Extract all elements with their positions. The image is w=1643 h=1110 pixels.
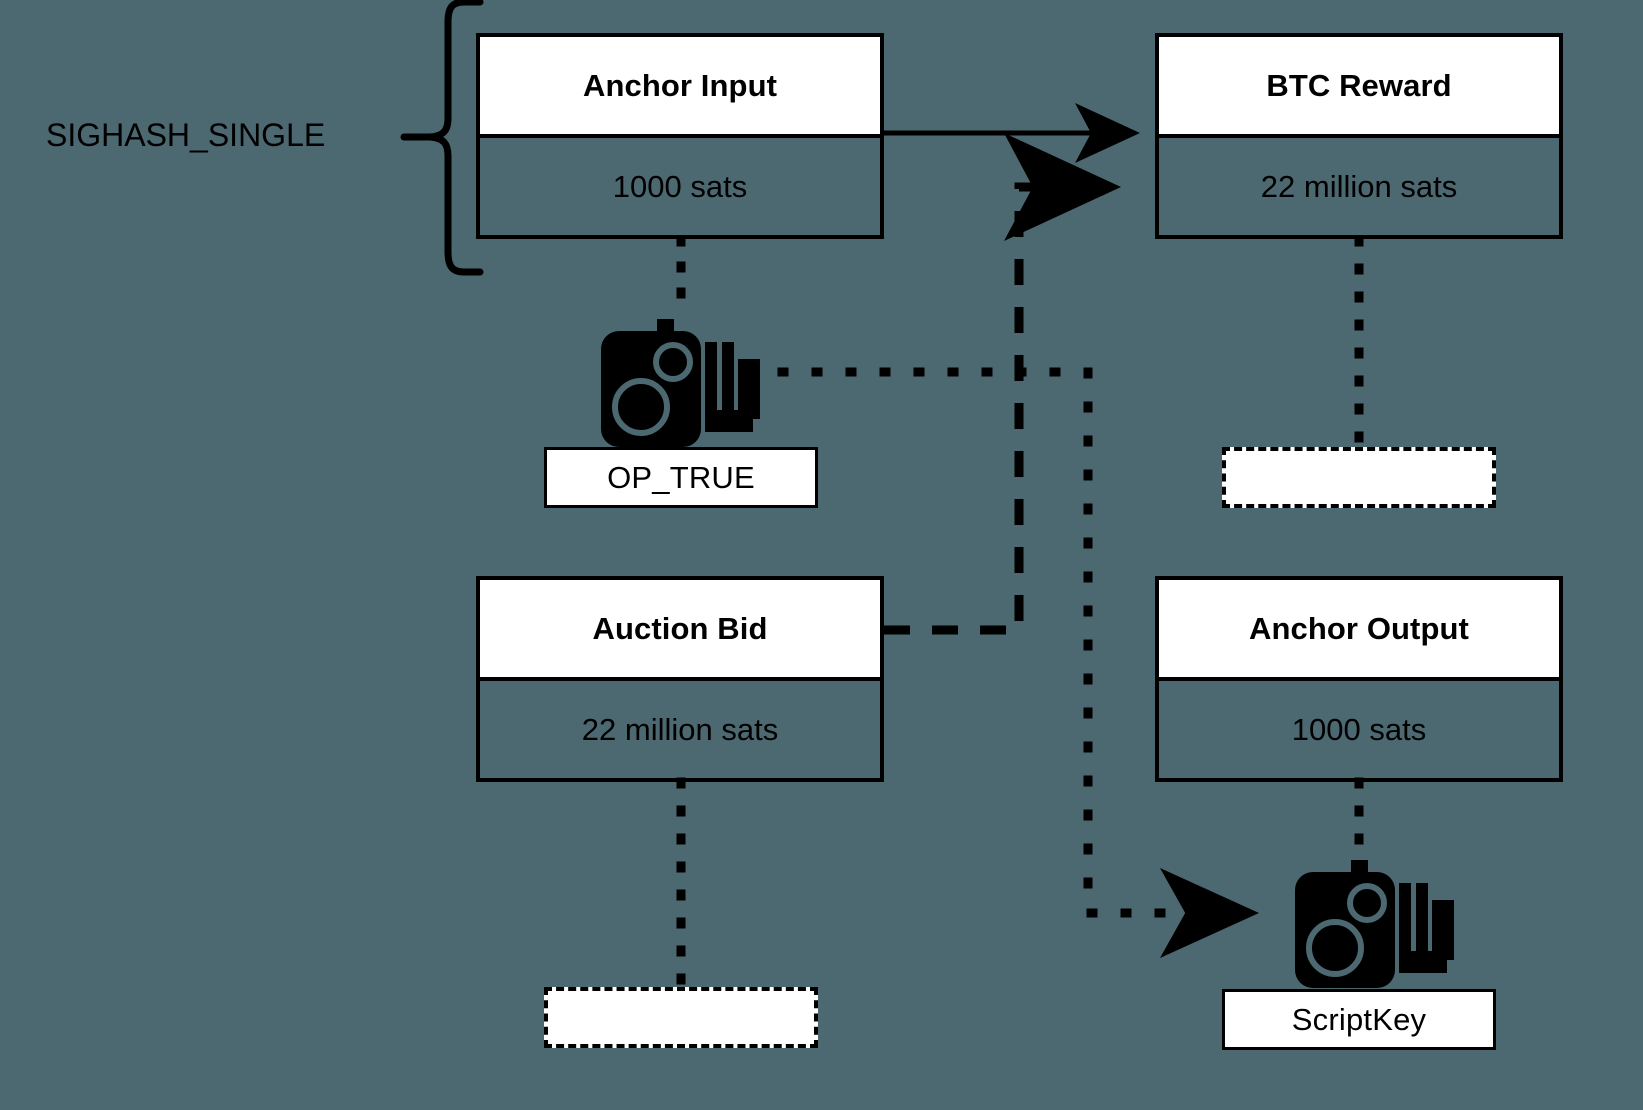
auction-bid-value: 22 million sats bbox=[581, 712, 779, 747]
edge-auction-bid-to-btc-reward bbox=[884, 133, 1121, 635]
script-key-label: ScriptKey bbox=[1291, 1001, 1427, 1037]
auction-bid-script-chip[interactable] bbox=[544, 987, 818, 1048]
anchor-output-value: 1000 sats bbox=[1291, 712, 1427, 747]
auction-bid-header: Auction Bid bbox=[480, 580, 880, 681]
key-icon bbox=[601, 319, 760, 447]
op-true-chip[interactable]: OP_TRUE bbox=[544, 447, 818, 508]
btc-reward-header: BTC Reward bbox=[1159, 37, 1559, 138]
sighash-single-brace bbox=[426, 0, 484, 276]
anchor-output-header: Anchor Output bbox=[1159, 580, 1559, 681]
auction-bid-box[interactable]: Auction Bid 22 million sats bbox=[476, 576, 884, 782]
btc-reward-value: 22 million sats bbox=[1260, 169, 1458, 204]
script-key-chip[interactable]: ScriptKey bbox=[1222, 989, 1496, 1050]
btc-reward-box[interactable]: BTC Reward 22 million sats bbox=[1155, 33, 1563, 239]
btc-reward-script-chip[interactable] bbox=[1222, 447, 1496, 508]
anchor-output-box[interactable]: Anchor Output 1000 sats bbox=[1155, 576, 1563, 782]
anchor-input-value: 1000 sats bbox=[612, 169, 748, 204]
anchor-input-box[interactable]: Anchor Input 1000 sats bbox=[476, 33, 884, 239]
key-icon bbox=[1295, 860, 1454, 988]
anchor-input-header: Anchor Input bbox=[480, 37, 880, 138]
sighash-single-label: SIGHASH_SINGLE bbox=[46, 117, 326, 153]
op-true-label: OP_TRUE bbox=[607, 459, 755, 495]
